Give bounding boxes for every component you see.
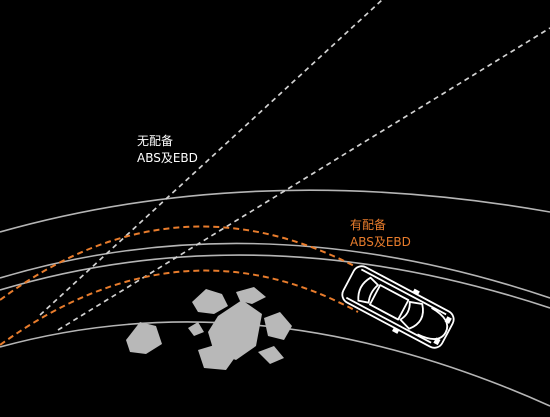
car-windshield (399, 301, 424, 330)
car-side-line (345, 296, 432, 344)
label-with-line-2: ABS及EBD (350, 235, 411, 249)
car-rear-window (357, 276, 379, 304)
label-with-abs-ebd: 有配备 ABS及EBD (350, 217, 411, 251)
rock (126, 322, 162, 354)
car-side-line (360, 268, 447, 316)
rock (258, 346, 284, 364)
road-edge-center-lower (0, 254, 550, 309)
label-without-line-2: ABS及EBD (137, 151, 198, 165)
path-without-abs-line-2 (57, 27, 550, 331)
rock (198, 344, 236, 370)
car-icon (341, 265, 455, 349)
rock (188, 322, 204, 336)
car-mirror (412, 288, 420, 295)
path-without-abs-line-1 (39, 0, 383, 316)
label-without-abs-ebd: 无配备 ABS及EBD (137, 133, 198, 167)
rock (192, 289, 228, 314)
car-roof (368, 284, 410, 321)
road-edge-center-upper (0, 242, 550, 299)
label-with-line-1: 有配备 (350, 218, 387, 232)
car-headlight (444, 316, 452, 324)
path-with-abs-line-1 (0, 225, 363, 301)
rock (264, 312, 292, 340)
car-body (341, 265, 455, 349)
path-with-abs (0, 225, 363, 346)
label-without-line-1: 无配备 (137, 134, 174, 148)
road-edge-outer (0, 189, 550, 233)
car-headlight (433, 337, 441, 346)
car-hood (417, 307, 449, 340)
car-mirror (392, 327, 400, 334)
rocks-icon (126, 287, 292, 370)
rock (208, 300, 262, 360)
rock (236, 287, 266, 304)
path-without-abs (39, 0, 550, 331)
